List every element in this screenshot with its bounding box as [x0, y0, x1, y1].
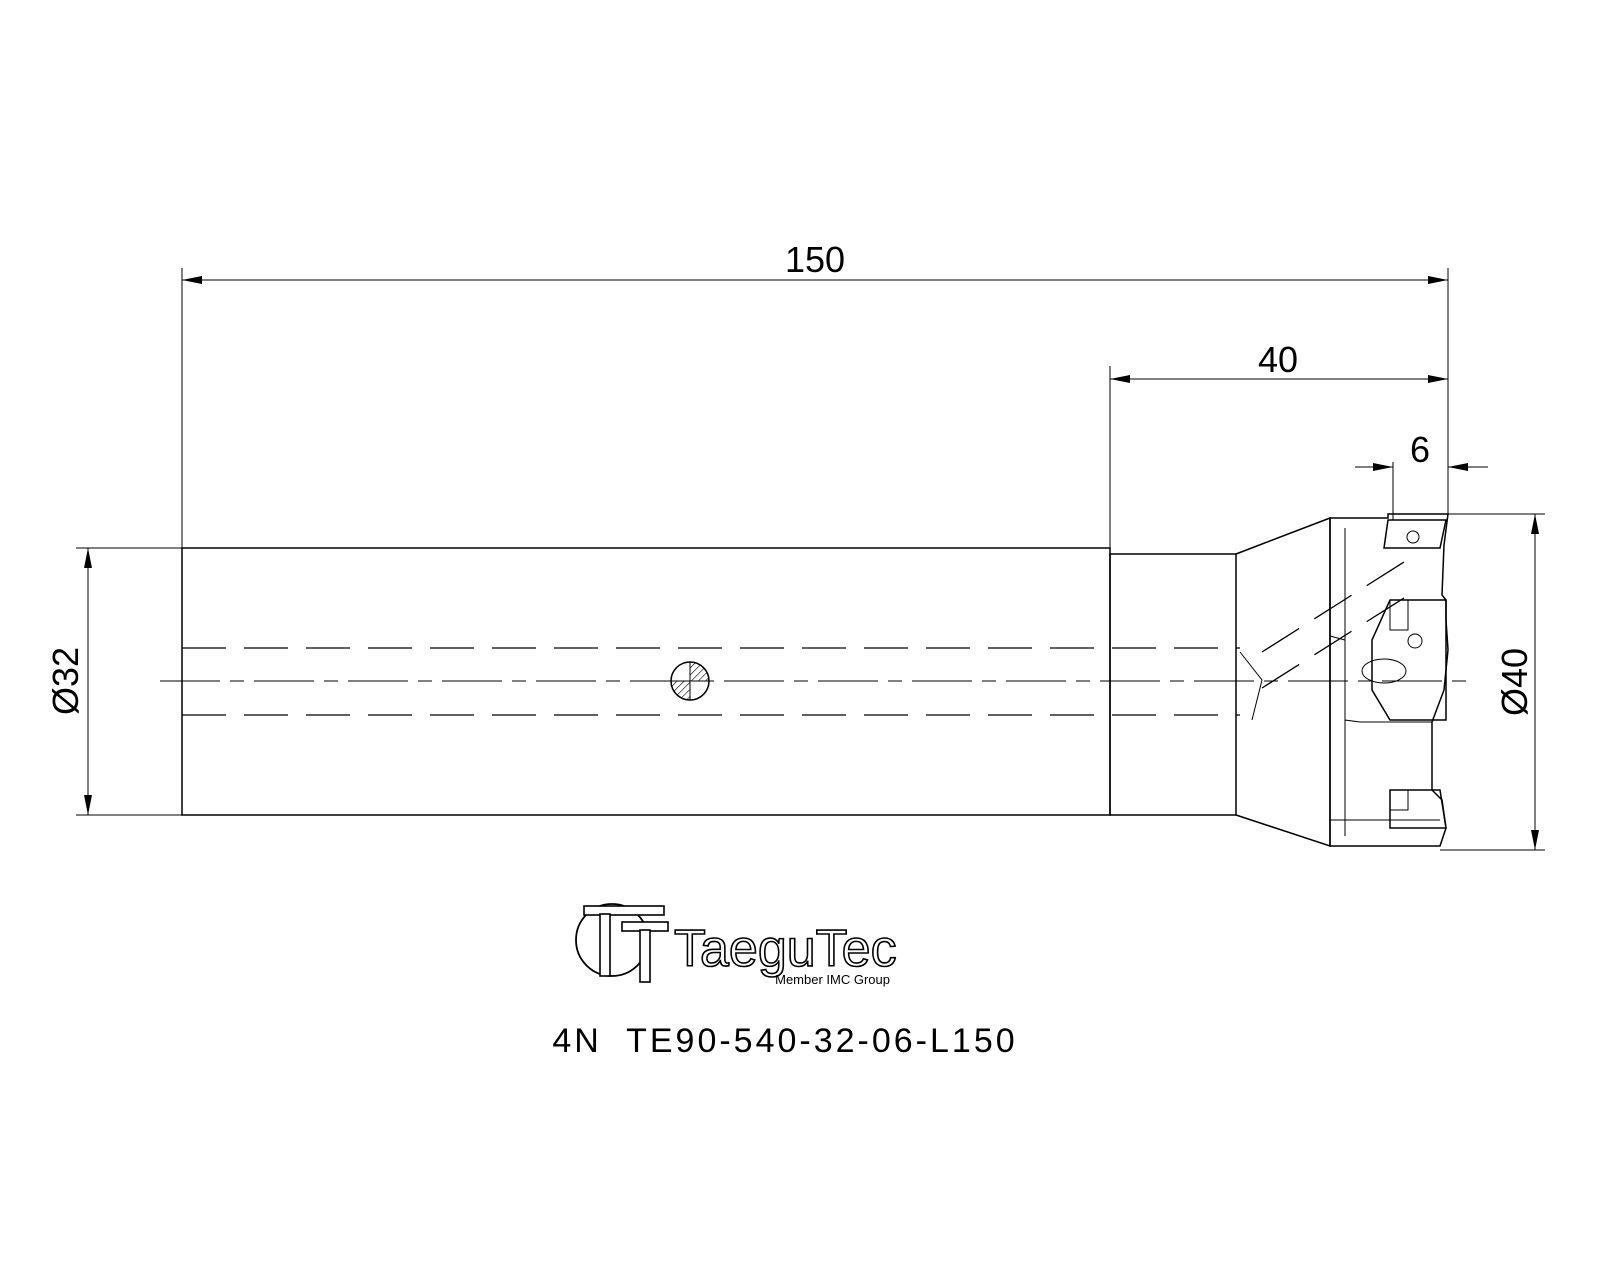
cutter-head-outline: [1329, 513, 1449, 847]
insert-middle-seat: [1389, 599, 1409, 631]
insert-middle-screw: [1407, 633, 1423, 649]
insert-lower: [1389, 789, 1447, 829]
taper-outline: [1235, 516, 1331, 848]
neck-outline: [1109, 553, 1237, 816]
insert-offset-label: 6: [1410, 429, 1430, 470]
overall-length-label: 150: [785, 239, 845, 280]
coolant-line-a: [1261, 561, 1405, 653]
dimension-head-length: 40: [1109, 339, 1448, 554]
tool-body: [181, 513, 1449, 848]
shank-diameter-label: Ø32: [45, 647, 86, 715]
logo-tagline-text: Member IMC Group: [775, 972, 890, 987]
dimension-insert-offset: 6: [1355, 429, 1488, 520]
dimension-shank-diameter: Ø32: [45, 547, 182, 816]
insert-middle: [1371, 599, 1447, 721]
center-of-gravity-symbol: [670, 661, 710, 701]
bore-tip: [1239, 651, 1263, 721]
cutting-diameter-label: Ø40: [1494, 648, 1535, 716]
head-inner-profile: [1329, 635, 1432, 723]
dimension-overall-length: 150: [181, 239, 1449, 548]
part-number: 4N TE90-540-32-06-L150: [552, 1022, 1017, 1060]
logo-brand-text: TaeguTec: [674, 920, 897, 978]
taegutec-logo: TaeguTec Member IMC Group: [575, 903, 897, 987]
insert-lower-seat: [1389, 789, 1409, 811]
insert-upper-screw: [1406, 530, 1420, 544]
chip-pocket: [1361, 658, 1407, 684]
insert-upper: [1383, 519, 1447, 549]
taegutec-emblem-icon: [575, 903, 669, 983]
dimension-cutting-diameter: Ø40: [1440, 513, 1545, 851]
head-length-label: 40: [1258, 339, 1298, 380]
coolant-line-b: [1261, 597, 1405, 689]
